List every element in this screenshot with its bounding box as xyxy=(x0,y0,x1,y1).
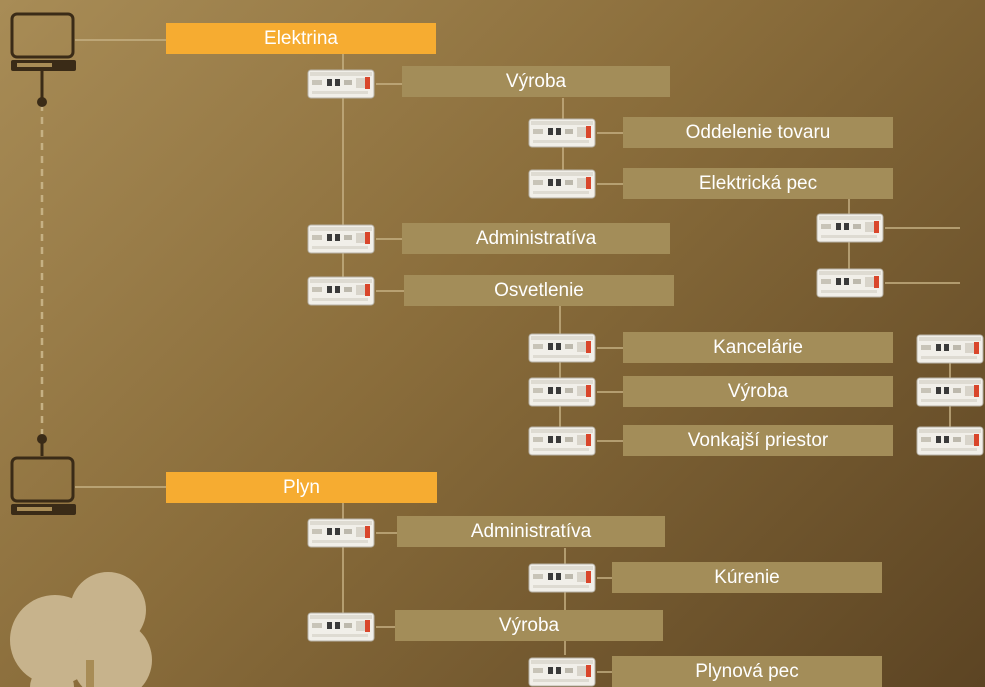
tree-icon xyxy=(10,572,152,687)
label-kurenie: Kúrenie xyxy=(612,562,882,593)
label-vonkajsi-priestor: Vonkajší priestor xyxy=(623,425,893,456)
label-elektrina: Elektrina xyxy=(166,23,436,54)
computer-icon xyxy=(9,434,78,517)
label-administrativa: Administratíva xyxy=(402,223,670,254)
label-plyn: Plyn xyxy=(166,472,437,503)
label-administrativa: Administratíva xyxy=(397,516,665,547)
label-plynova-pec: Plynová pec xyxy=(612,656,882,687)
label-kancelarie: Kancelárie xyxy=(623,332,893,363)
label-elektricka-pec: Elektrická pec xyxy=(623,168,893,199)
label-vyroba: Výroba xyxy=(402,66,670,97)
label-osvetlenie: Osvetlenie xyxy=(404,275,674,306)
label-vyroba: Výroba xyxy=(623,376,893,407)
computer-icon xyxy=(9,12,78,107)
label-oddelenie-tovaru: Oddelenie tovaru xyxy=(623,117,893,148)
label-vyroba: Výroba xyxy=(395,610,663,641)
